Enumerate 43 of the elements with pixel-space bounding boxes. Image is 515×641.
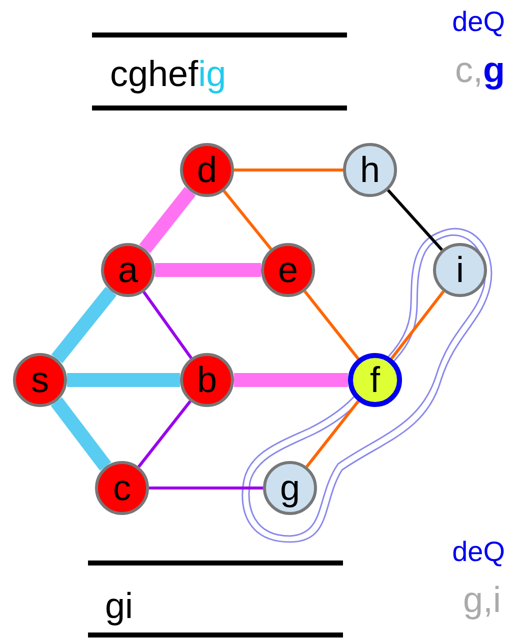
- graph-vertex: [13, 353, 67, 407]
- graph-edge: [306, 400, 360, 468]
- highlighted-edge: [139, 186, 196, 254]
- graph-edge: [304, 290, 360, 360]
- sequence-text: gi: [105, 588, 134, 624]
- graph-vertex: [263, 461, 317, 515]
- graph-vertex: [343, 143, 397, 197]
- graph-edge: [149, 486, 263, 490]
- highlighted-edge: [50, 397, 112, 471]
- vertex-label: d: [196, 152, 218, 188]
- graph-vertex: [95, 461, 149, 515]
- graph-edge: [138, 400, 192, 468]
- graph-vertex: [180, 353, 234, 407]
- graph-vertex: [101, 243, 155, 297]
- vertex-label: e: [278, 252, 298, 288]
- sequence-text: g,i: [462, 582, 501, 618]
- sequence-text: deQ: [452, 8, 505, 36]
- graph-vertex: [433, 243, 487, 297]
- vertex-label: i: [456, 252, 464, 288]
- vertex-label: s: [31, 362, 49, 398]
- highlighted-edge: [67, 373, 180, 387]
- graph-edge: [386, 189, 444, 251]
- vertex-label: g: [280, 470, 300, 506]
- highlighted-edge: [51, 286, 117, 364]
- vertex-label: a: [118, 252, 138, 288]
- graph-vertex: [348, 353, 402, 407]
- graph-edge: [222, 190, 272, 250]
- vertex-label: c: [113, 470, 131, 506]
- vertex-label: h: [360, 152, 380, 188]
- sequence-text: g: [483, 52, 505, 88]
- highlighted-edge: [155, 263, 261, 277]
- highlighted-edge: [234, 373, 348, 387]
- graph-edge: [142, 291, 192, 359]
- sequence-text: deQ: [452, 538, 505, 566]
- sequence-text: c,: [454, 52, 483, 88]
- sequence-text: cghef: [110, 56, 198, 92]
- graph-edge: [234, 168, 343, 172]
- vertex-label: f: [370, 362, 380, 398]
- graph-edge: [390, 290, 445, 360]
- graph-vertex: [261, 243, 315, 297]
- graph-vertex: [180, 143, 234, 197]
- vertex-label: b: [196, 362, 218, 398]
- sequence-text: ig: [198, 56, 226, 92]
